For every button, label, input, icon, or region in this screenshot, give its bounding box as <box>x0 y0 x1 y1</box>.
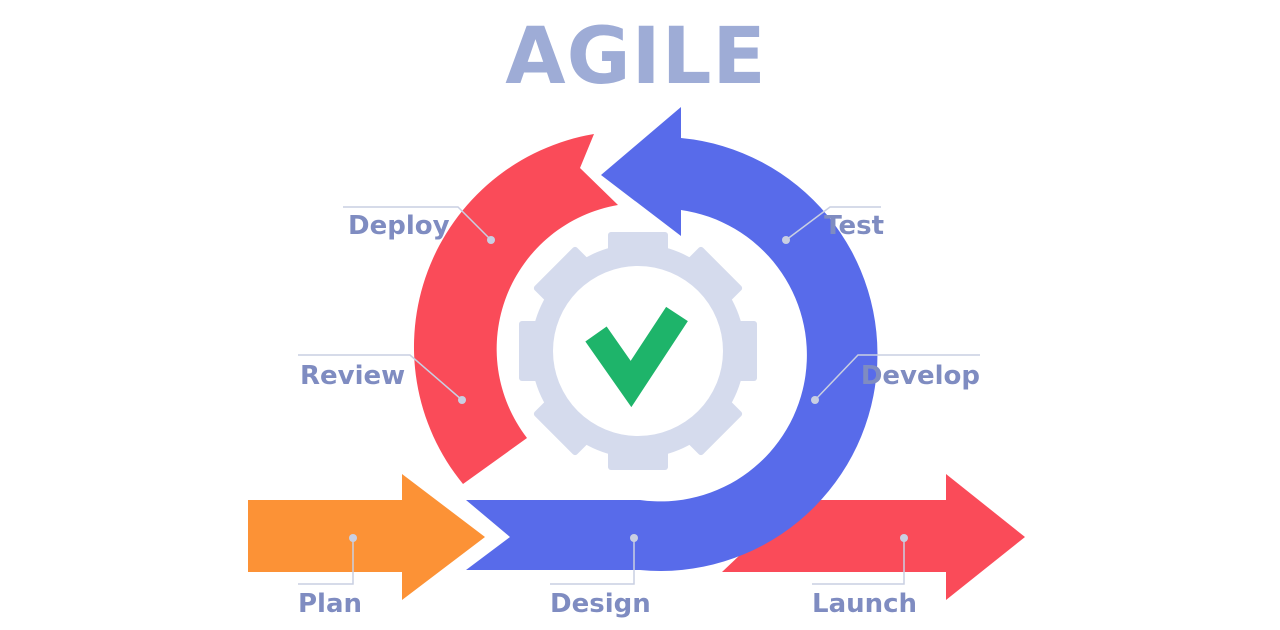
label-design: Design <box>550 589 651 619</box>
leader-develop <box>814 354 980 401</box>
leader-plan <box>298 538 354 585</box>
dot-plan <box>349 534 357 542</box>
blue-cycle-arc <box>466 107 878 571</box>
plan-arrow <box>248 474 485 600</box>
label-review: Review <box>300 361 405 391</box>
checkmark-icon <box>585 306 688 408</box>
leader-test <box>785 206 881 241</box>
label-launch: Launch <box>812 589 917 619</box>
label-test: Test <box>824 211 884 241</box>
dot-design <box>630 534 638 542</box>
leader-launch <box>812 538 905 585</box>
dot-test <box>782 236 790 244</box>
label-develop: Develop <box>861 361 980 391</box>
dot-develop <box>811 396 819 404</box>
dot-launch <box>900 534 908 542</box>
leader-design <box>550 538 635 585</box>
label-plan: Plan <box>298 589 362 619</box>
red-cycle-arc <box>413 134 618 484</box>
dot-deploy <box>487 236 495 244</box>
dot-review <box>458 396 466 404</box>
label-deploy: Deploy <box>348 211 450 241</box>
leader-dots <box>349 236 908 542</box>
leader-lines <box>298 206 980 585</box>
leader-deploy <box>343 206 492 241</box>
page-title: AGILE <box>505 12 766 102</box>
leader-review <box>298 354 463 401</box>
